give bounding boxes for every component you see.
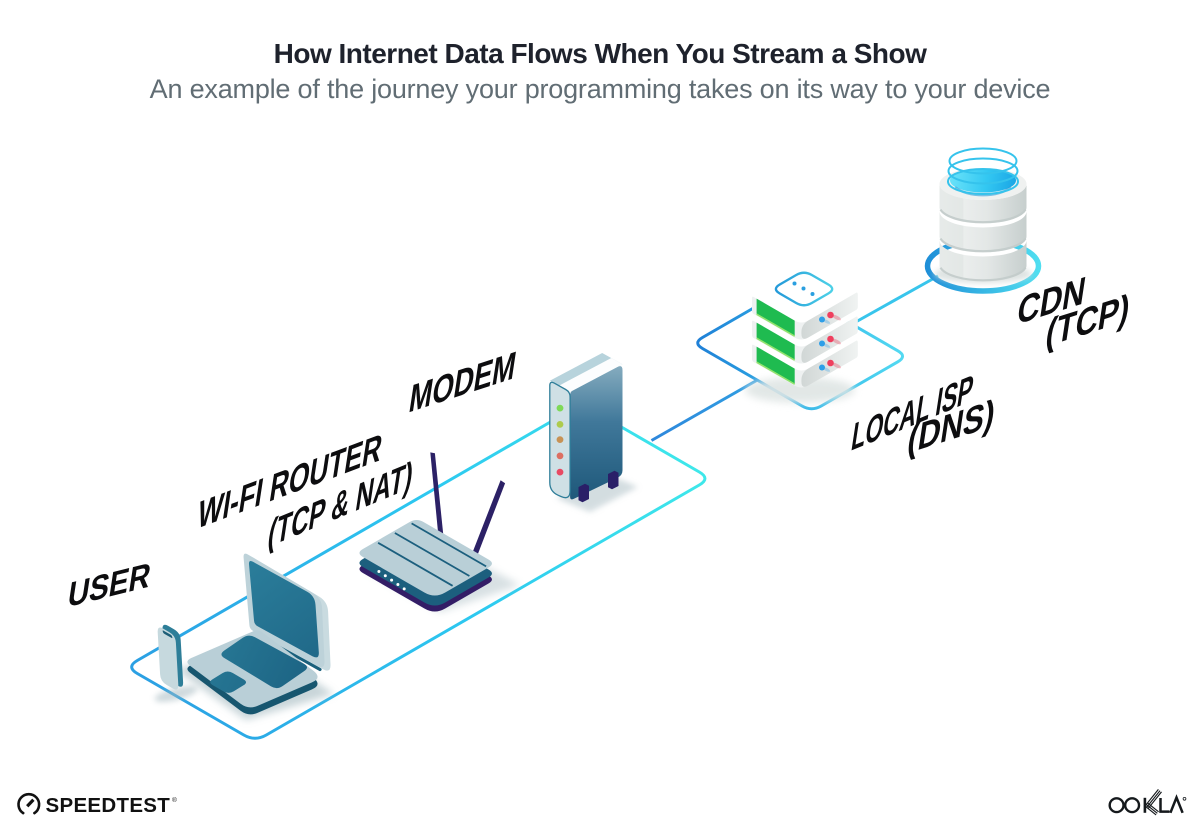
svg-text:MODEM: MODEM: [406, 343, 519, 422]
svg-text:SPEEDTEST: SPEEDTEST: [46, 794, 171, 817]
svg-text:USER: USER: [65, 556, 153, 616]
svg-text:®: ®: [172, 796, 177, 804]
